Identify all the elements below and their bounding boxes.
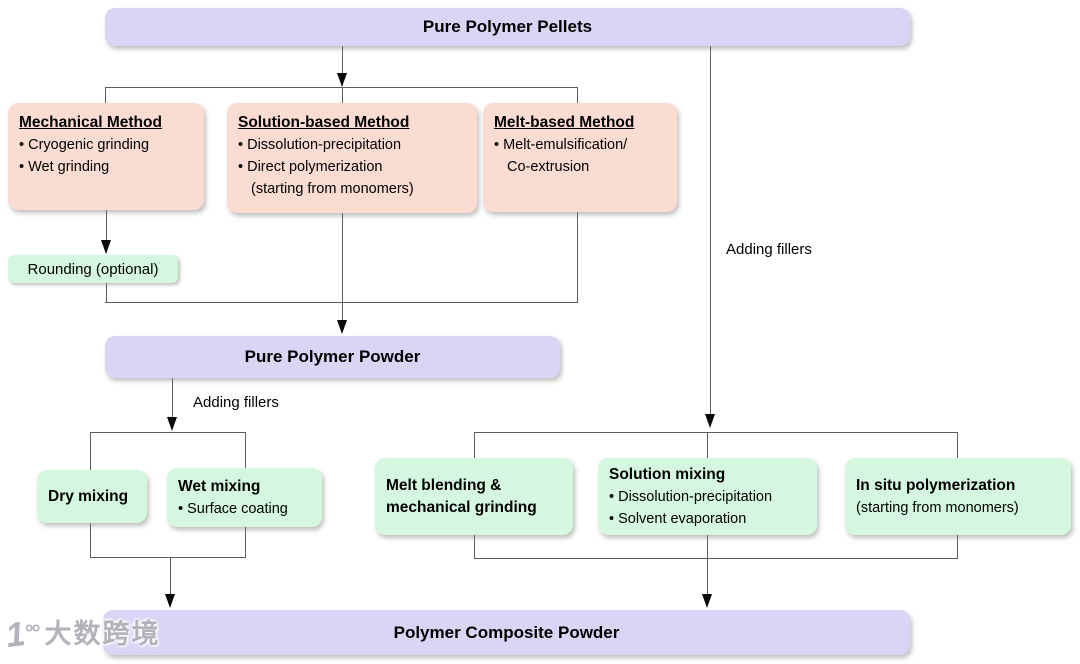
adding-fillers-right-label: Adding fillers (726, 241, 812, 258)
node-rounding-optional: Rounding (optional) (8, 255, 178, 283)
connector-line (342, 46, 343, 86)
connector-line (105, 87, 578, 88)
node-title: Solution-based Method (238, 114, 410, 131)
arrowhead-down-icon (705, 414, 715, 428)
watermark-logo-icon: °° (24, 620, 41, 645)
arrowhead-down-icon (101, 240, 111, 254)
connector-line (105, 302, 578, 303)
connector-line (105, 87, 106, 105)
connector-line (106, 283, 107, 302)
node-title: Mechanical Method (19, 114, 162, 131)
arrowhead-down-icon (702, 594, 712, 608)
node-solution-based-method: Solution-based Method • Dissolution-prec… (227, 103, 477, 213)
connector-line (474, 432, 958, 433)
node-label: Rounding (optional) (27, 260, 159, 278)
adding-fillers-left-label: Adding fillers (193, 394, 279, 411)
connector-line (106, 210, 107, 252)
node-label: Pure Polymer Pellets (422, 17, 593, 36)
node-title: Solution mixing (609, 465, 726, 483)
node-label: Pure Polymer Powder (244, 347, 421, 366)
node-label: Polymer Composite Powder (393, 622, 620, 642)
node-title: Melt-based Method (494, 114, 635, 131)
node-wet-mixing: Wet mixing • Surface coating (167, 468, 322, 527)
node-title: mechanical grinding (386, 498, 537, 516)
node-in-situ-polymerization: In situ polymerization (starting from mo… (845, 458, 1071, 535)
node-line: (starting from monomers) (856, 499, 1019, 516)
node-polymer-composite-powder: Polymer Composite Powder (103, 610, 910, 655)
connector-line (170, 557, 171, 595)
node-line: • Melt-emulsification/ (494, 137, 628, 153)
watermark: 1°° 大数跨境 (3, 614, 161, 656)
node-pure-polymer-pellets: Pure Polymer Pellets (105, 8, 910, 46)
connector-line (90, 557, 246, 558)
node-line: • Solvent evaporation (609, 510, 747, 527)
node-title: In situ polymerization (856, 476, 1016, 494)
node-mechanical-method: Mechanical Method • Cryogenic grinding •… (8, 103, 204, 210)
node-line: • Cryogenic grinding (19, 137, 150, 153)
connector-line (707, 558, 708, 594)
node-title: Wet mixing (178, 477, 261, 495)
node-title: Melt blending & (386, 476, 502, 494)
node-title: Dry mixing (48, 487, 129, 505)
connector-line (342, 302, 343, 332)
node-line: • Dissolution-precipitation (609, 488, 773, 505)
connector-line (710, 46, 711, 414)
node-dry-mixing: Dry mixing (37, 470, 147, 523)
arrowhead-down-icon (167, 417, 177, 431)
arrowhead-down-icon (337, 73, 347, 87)
arrowhead-down-icon (337, 320, 347, 334)
node-line: (starting from monomers) (251, 181, 414, 197)
node-line: • Surface coating (178, 500, 288, 517)
connector-line (342, 213, 343, 303)
connector-line (172, 378, 173, 420)
connector-line (90, 432, 246, 433)
watermark-logo-icon: 1 (3, 614, 28, 656)
node-line: • Direct polymerization (238, 159, 383, 175)
connector-line (342, 87, 343, 106)
connector-line (577, 87, 578, 105)
node-melt-based-method: Melt-based Method • Melt-emulsification/… (483, 103, 677, 212)
node-solution-mixing: Solution mixing • Dissolution-precipitat… (598, 458, 817, 535)
node-melt-blending-mechanical-grinding: Melt blending & mechanical grinding (375, 458, 573, 535)
arrowhead-down-icon (165, 594, 175, 608)
connector-line (577, 212, 578, 302)
node-pure-polymer-powder: Pure Polymer Powder (105, 336, 560, 378)
node-line: Co-extrusion (507, 159, 590, 175)
connector-line (474, 558, 958, 559)
node-line: • Wet grinding (19, 159, 110, 175)
node-line: • Dissolution-precipitation (238, 137, 402, 153)
watermark-text: 大数跨境 (44, 619, 161, 649)
